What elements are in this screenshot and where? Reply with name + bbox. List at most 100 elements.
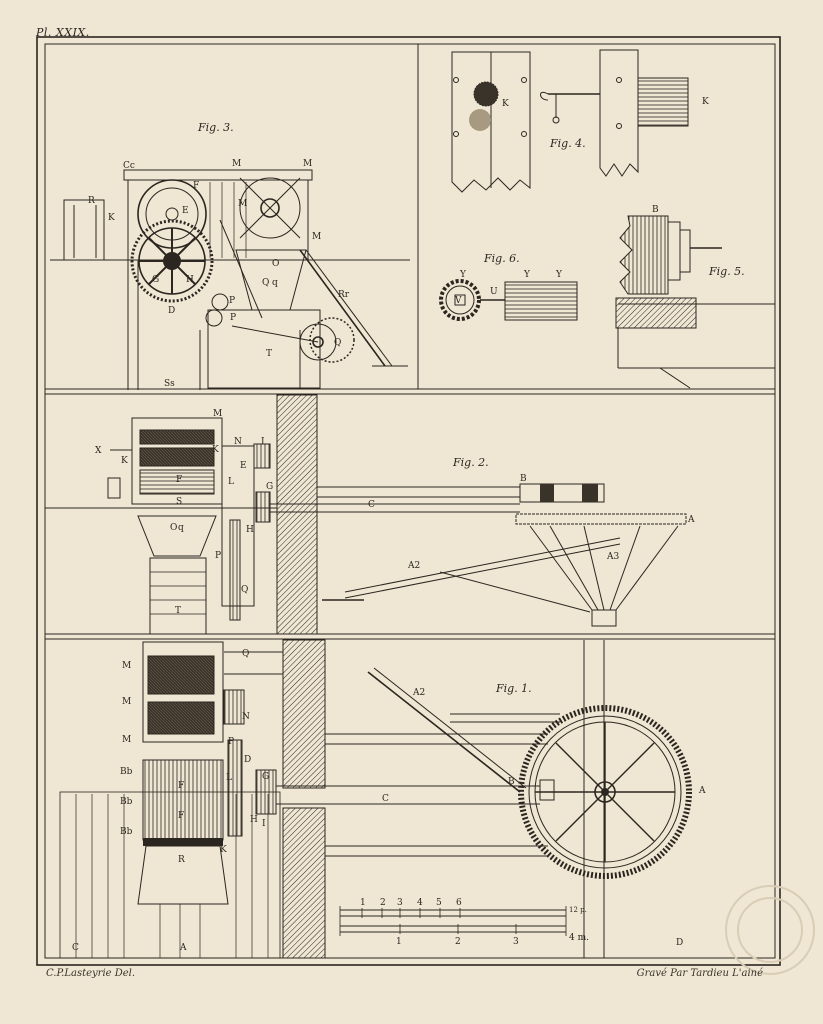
svg-text:Q: Q: [334, 338, 341, 348]
svg-text:C: C: [368, 500, 375, 510]
figure-3-title: Fig. 3.: [197, 121, 234, 134]
svg-text:R: R: [178, 855, 185, 865]
svg-text:H: H: [186, 275, 194, 285]
svg-text:5: 5: [436, 898, 442, 908]
figure-2-labels: M X K K N I F E L G S C B A O q P H Q T …: [95, 409, 695, 616]
svg-text:Q: Q: [262, 278, 269, 288]
svg-text:U: U: [490, 287, 498, 297]
svg-text:P: P: [229, 296, 235, 306]
svg-text:S: S: [176, 497, 182, 507]
svg-text:P: P: [215, 551, 221, 561]
svg-text:A: A: [179, 943, 187, 953]
svg-text:2: 2: [455, 937, 461, 947]
svg-text:O: O: [272, 259, 279, 269]
svg-text:E: E: [240, 461, 247, 471]
svg-text:L: L: [228, 477, 234, 487]
plate-number: Pl. XXIX.: [36, 26, 90, 39]
svg-text:q: q: [272, 278, 278, 288]
svg-text:F: F: [176, 475, 182, 485]
svg-text:M: M: [122, 697, 131, 707]
figure-1-title: Fig. 1.: [495, 682, 532, 695]
svg-text:K: K: [502, 99, 509, 109]
svg-text:C: C: [382, 794, 389, 804]
svg-text:B: B: [652, 205, 659, 215]
inner-frame: [44, 43, 776, 959]
svg-text:K: K: [220, 845, 227, 855]
svg-text:P: P: [230, 313, 236, 323]
figure-6-drawing: [439, 279, 578, 321]
wall-section: [276, 394, 318, 635]
svg-text:C: C: [72, 943, 79, 953]
svg-text:A: A: [687, 515, 695, 525]
svg-text:G: G: [152, 275, 159, 285]
svg-text:T: T: [266, 349, 272, 359]
figure-1-labels: M M M Q N Bb Bb Bb P D L G H I F F K R C…: [72, 649, 706, 953]
svg-text:12 p.: 12 p.: [569, 906, 587, 914]
svg-text:Bb: Bb: [120, 827, 133, 837]
svg-text:1: 1: [396, 937, 402, 947]
svg-text:Bb: Bb: [120, 797, 133, 807]
svg-text:A: A: [698, 786, 706, 796]
svg-text:K: K: [121, 456, 128, 466]
svg-text:O: O: [170, 523, 177, 533]
svg-text:A2: A2: [407, 561, 420, 571]
svg-text:L: L: [226, 773, 232, 783]
scale-labels: 1 2 3 4 5 6 12 p. 1 2 3 4 m.: [360, 898, 589, 947]
scale-bar: [339, 906, 567, 936]
svg-text:Cc: Cc: [123, 161, 135, 171]
svg-text:V: V: [454, 296, 462, 306]
svg-text:4: 4: [417, 898, 423, 908]
svg-text:T: T: [175, 606, 181, 616]
svg-text:M: M: [122, 661, 131, 671]
svg-text:D: D: [244, 755, 251, 765]
svg-text:F: F: [178, 781, 184, 791]
svg-text:K: K: [108, 213, 115, 223]
svg-text:F: F: [178, 811, 184, 821]
svg-text:G: G: [262, 772, 269, 782]
svg-text:B: B: [520, 474, 527, 484]
svg-text:6: 6: [456, 898, 462, 908]
svg-text:D: D: [676, 938, 683, 948]
svg-text:K: K: [702, 97, 709, 107]
svg-text:M: M: [122, 735, 131, 745]
svg-text:N: N: [234, 437, 242, 447]
svg-text:Bb: Bb: [120, 767, 133, 777]
figure-5-title: Fig. 5.: [708, 265, 745, 278]
svg-text:I: I: [262, 819, 266, 829]
svg-text:X: X: [95, 446, 102, 456]
svg-text:2: 2: [380, 898, 386, 908]
svg-text:K: K: [212, 445, 219, 455]
svg-text:P: P: [228, 737, 234, 747]
figure-1-drawing: [59, 639, 692, 959]
svg-text:Rr: Rr: [338, 290, 350, 300]
svg-text:A3: A3: [606, 552, 619, 562]
svg-text:3: 3: [513, 937, 519, 947]
svg-text:F: F: [193, 181, 199, 191]
svg-text:Y: Y: [523, 270, 531, 280]
svg-text:Y: Y: [459, 270, 467, 280]
figure-5-drawing: [615, 215, 775, 389]
svg-text:M: M: [238, 199, 247, 209]
svg-text:H: H: [250, 815, 258, 825]
svg-text:N: N: [242, 712, 250, 722]
svg-text:M: M: [312, 232, 321, 242]
svg-text:R: R: [88, 196, 95, 206]
figure-3-drawing: [50, 169, 410, 390]
figure-2-title: Fig. 2.: [452, 456, 489, 469]
delineator-credit: C.P.Lasteyrie Del.: [46, 968, 136, 979]
figure-2-drawing: [45, 394, 687, 635]
figure-3-labels: Cc M M R K F E M M G H D O Q q Rr P P T …: [88, 159, 350, 389]
svg-text:B: B: [508, 777, 515, 787]
svg-text:H: H: [246, 525, 254, 535]
figure-4-drawing: [451, 49, 689, 193]
engraver-credit: Gravé Par Tardieu L'ainé: [636, 968, 763, 979]
svg-text:Q: Q: [241, 585, 248, 595]
figure-6-title: Fig. 6.: [483, 252, 520, 265]
svg-text:I: I: [261, 437, 265, 447]
svg-text:3: 3: [397, 898, 403, 908]
outer-frame: [36, 36, 781, 966]
svg-text:G: G: [266, 482, 273, 492]
svg-text:M: M: [232, 159, 241, 169]
svg-text:Ss: Ss: [164, 379, 175, 389]
